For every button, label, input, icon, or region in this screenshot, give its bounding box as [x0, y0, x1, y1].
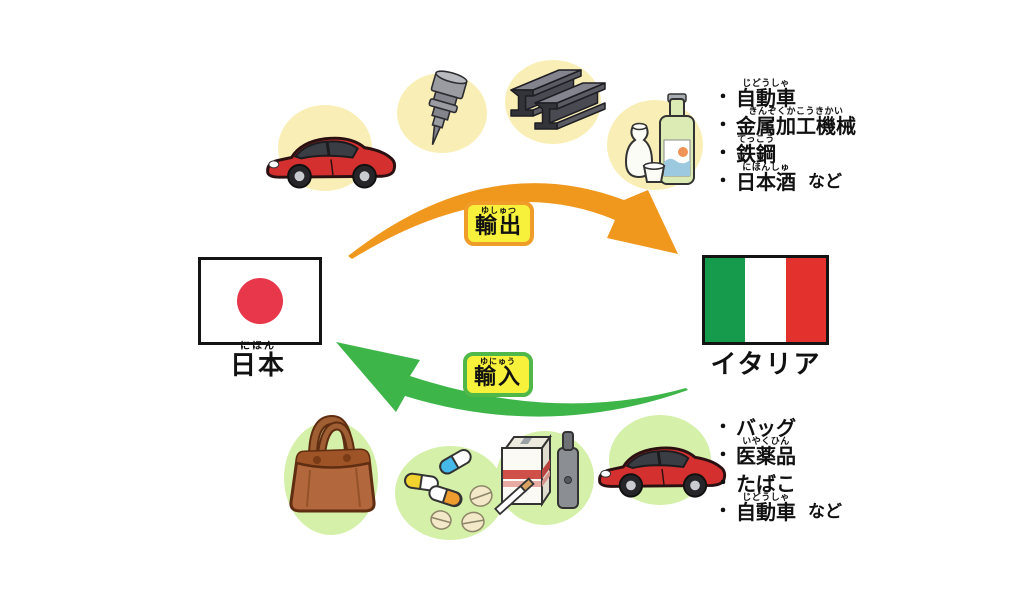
list-item: ・じどうしゃ自動車など: [714, 493, 842, 524]
export-text: 輸出: [475, 214, 524, 239]
list-item: ・きんぞくかこうきかい金属加工機械: [714, 107, 856, 138]
list-item-segment: いやくひん医薬品: [736, 437, 796, 468]
list-item: ・じどうしゃ自動車: [714, 79, 856, 110]
italy-flag: [702, 255, 829, 345]
list-item-segment: てっこう鉄鋼: [736, 135, 776, 166]
car-icon: [598, 415, 727, 505]
furigana: じどうしゃ: [742, 493, 790, 503]
list-item: ・たばこ: [714, 465, 842, 496]
export-furigana: ゆしゅつ: [481, 206, 517, 215]
furigana: きんぞくかこうきかい: [748, 107, 844, 117]
bullet: ・: [714, 143, 732, 164]
item-text: など: [808, 502, 842, 522]
list-item: ・てっこう鉄鋼: [714, 135, 856, 166]
export-label: ゆしゅつ 輸出: [464, 201, 535, 246]
steel-beams-icon: [505, 60, 606, 144]
bullet: ・: [714, 417, 732, 438]
item-text: たばこ: [736, 472, 796, 496]
list-item-segment: など: [808, 493, 842, 521]
import-product-list: ・バッグ・いやくひん医薬品・たばこ・じどうしゃ自動車など: [714, 410, 842, 522]
furigana: てっこう: [737, 135, 775, 145]
italy-label: イタリア: [696, 351, 836, 379]
item-text: など: [808, 172, 842, 192]
italy-name: イタリア: [710, 350, 822, 380]
tobacco-icon: [494, 431, 594, 525]
japan-flag: [198, 257, 322, 345]
item-text: 鉄鋼: [736, 142, 776, 166]
japan-name: 日本: [229, 351, 286, 381]
japan-furigana: にほん: [240, 341, 276, 352]
japan-label: にほん 日本: [188, 341, 328, 380]
export-arrow: [348, 183, 678, 259]
furigana: にほんしゅ: [742, 163, 790, 173]
list-item-segment: じどうしゃ自動車: [736, 79, 796, 110]
handbag-icon: [284, 414, 378, 535]
item-text: 自動車: [736, 500, 796, 524]
list-item: ・いやくひん医薬品: [714, 437, 842, 468]
sake-icon: [607, 93, 703, 190]
furigana: じどうしゃ: [742, 79, 790, 89]
import-text: 輸入: [474, 365, 523, 390]
list-item: ・バッグ: [714, 409, 842, 440]
list-item-segment: きんぞくかこうきかい金属加工機械: [736, 107, 856, 138]
import-label: ゆにゅう 輸入: [463, 352, 534, 397]
item-text: 金属加工機械: [736, 114, 856, 138]
car-icon: [266, 105, 397, 191]
import-arrow: [336, 342, 688, 417]
bullet: ・: [714, 445, 732, 466]
list-item-segment: たばこ: [736, 465, 796, 496]
list-item: ・にほんしゅ日本酒など: [714, 163, 856, 194]
item-text: 医薬品: [736, 444, 796, 468]
list-item-segment: にほんしゅ日本酒: [736, 163, 796, 194]
list-item-segment: バッグ: [736, 409, 796, 440]
import-furigana: ゆにゅう: [480, 357, 516, 366]
list-item-segment: じどうしゃ自動車: [736, 493, 796, 524]
item-text: 日本酒: [736, 170, 796, 194]
list-item-segment: など: [808, 163, 842, 191]
bullet: ・: [714, 473, 732, 494]
japan-flag-disc: [237, 278, 283, 324]
furigana: いやくひん: [742, 437, 790, 447]
item-text: バッグ: [736, 416, 796, 440]
bullet: ・: [714, 87, 732, 108]
machine-tool-icon: [397, 70, 487, 153]
item-text: 自動車: [736, 86, 796, 110]
export-product-list: ・じどうしゃ自動車・きんぞくかこうきかい金属加工機械・てっこう鉄鋼・にほんしゅ日…: [714, 79, 856, 194]
bullet: ・: [714, 501, 732, 522]
bullet: ・: [714, 115, 732, 136]
bullet: ・: [714, 171, 732, 192]
medicine-icon: [395, 446, 505, 540]
